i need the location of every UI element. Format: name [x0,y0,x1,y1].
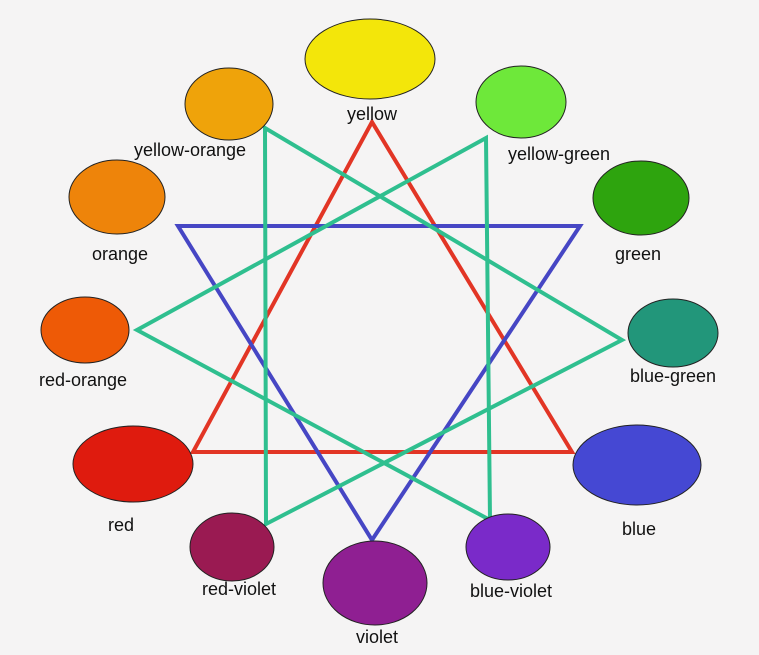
label-blue: blue [622,519,656,539]
swatch-orange [68,159,166,235]
label-red: red [108,515,134,535]
label-green: green [615,244,661,264]
label-orange: orange [92,244,148,264]
swatch-red [72,425,194,503]
labels: yellow yellow-green green blue-green blu… [39,104,716,647]
swatch-violet [322,540,428,626]
triangle-tertiary-b [262,124,627,528]
swatches [40,18,719,626]
triangle-tertiary-a [132,134,493,524]
label-blue-violet: blue-violet [470,581,552,601]
swatch-red-orange [40,296,130,364]
label-yellow-orange: yellow-orange [134,140,246,160]
triangle-secondary [174,224,584,544]
swatch-blue-green [627,298,719,368]
swatch-blue-violet [465,513,551,581]
swatch-yellow-orange [184,67,274,141]
swatch-yellow [304,18,436,100]
label-yellow: yellow [347,104,398,124]
label-red-violet: red-violet [202,579,276,599]
swatch-yellow-green [475,65,567,139]
label-yellow-green: yellow-green [508,144,610,164]
swatch-red-violet [189,512,275,582]
triangle-primary [189,117,576,454]
label-blue-green: blue-green [630,366,716,386]
label-red-orange: red-orange [39,370,127,390]
label-violet: violet [356,627,398,647]
swatch-blue [572,424,702,506]
swatch-green [592,160,690,236]
triangle-lines [132,117,627,544]
